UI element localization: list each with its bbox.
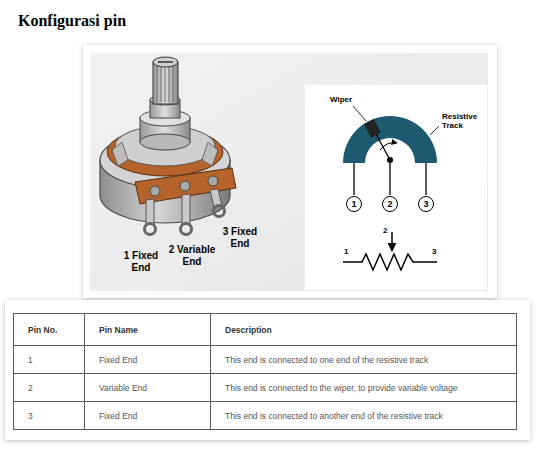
table-cell: This end is connected to another end of … <box>211 402 517 430</box>
pin-number: 2 <box>387 200 392 209</box>
pin-circle: 1 <box>346 196 362 212</box>
table-cell: Fixed End <box>85 346 211 374</box>
table-row: 1 Fixed End This end is connected to one e… <box>14 346 517 374</box>
image-card <box>83 45 497 298</box>
table-cell: This end is connected to the wiper, to p… <box>211 374 517 402</box>
terminal-label: 2 Variable End <box>163 244 221 267</box>
image-ground <box>90 53 488 291</box>
table-cell-text: This end is connected to one end of the … <box>225 355 428 365</box>
pin-table: Pin No.Pin NameDescription1Fixed EndThis… <box>13 313 517 430</box>
schematic-panel <box>305 85 487 290</box>
table-cell-text: This end is connected to another end of … <box>225 411 443 421</box>
table-cell: Fixed End <box>85 402 211 430</box>
page-title: Konfigurasi pin <box>18 11 126 30</box>
table-header: Pin Name <box>99 325 138 335</box>
table-cell-text: Fixed End <box>99 355 137 365</box>
table-header: Pin No. <box>28 325 57 335</box>
table-cell: Pin No. <box>14 314 85 346</box>
pin-number: 1 <box>351 200 356 209</box>
table-cell-text: 1 <box>28 355 33 365</box>
table-cell-text: Fixed End <box>99 411 137 421</box>
pin-number: 1 <box>344 247 354 256</box>
part-label: Wiper <box>330 95 364 104</box>
leader-line <box>353 106 366 121</box>
resistive-track <box>343 116 437 163</box>
resistor-symbol <box>343 254 437 270</box>
table-cell-text: Variable End <box>99 383 147 393</box>
terminal-label: 1 Fixed End <box>120 250 162 273</box>
pin-circle: 3 <box>418 196 434 212</box>
table-card <box>5 300 530 440</box>
table-cell-text: 2 <box>28 383 33 393</box>
part-label: Resistive Track <box>442 112 486 130</box>
table-row: Pin No. Pin Name Description <box>14 314 517 346</box>
table-cell: Pin Name <box>85 314 211 346</box>
pin-number: 2 <box>383 226 393 235</box>
pin-circle: 2 <box>382 196 398 212</box>
table-cell: Variable End <box>85 374 211 402</box>
table-row: 3 Fixed End This end is connected to anoth… <box>14 402 517 430</box>
table-cell-text: 3 <box>28 411 33 421</box>
table-cell: This end is connected to one end of the … <box>211 346 517 374</box>
terminal-label: 3 Fixed End <box>218 226 262 249</box>
table-cell: 1 <box>14 346 85 374</box>
table-cell-text: This end is connected to the wiper, to p… <box>225 383 457 393</box>
pin-number: 3 <box>423 200 428 209</box>
wiper-block <box>364 119 381 137</box>
table-row: 2 Variable End This end is connected to th… <box>14 374 517 402</box>
potentiometer-schematic <box>343 106 439 270</box>
table-header: Description <box>225 325 272 335</box>
pin-number: 3 <box>432 247 442 256</box>
table-cell: Description <box>211 314 517 346</box>
table-cell: 2 <box>14 374 85 402</box>
potentiometer-illustration <box>100 57 236 235</box>
leader-line <box>430 126 439 135</box>
table-cell: 3 <box>14 402 85 430</box>
